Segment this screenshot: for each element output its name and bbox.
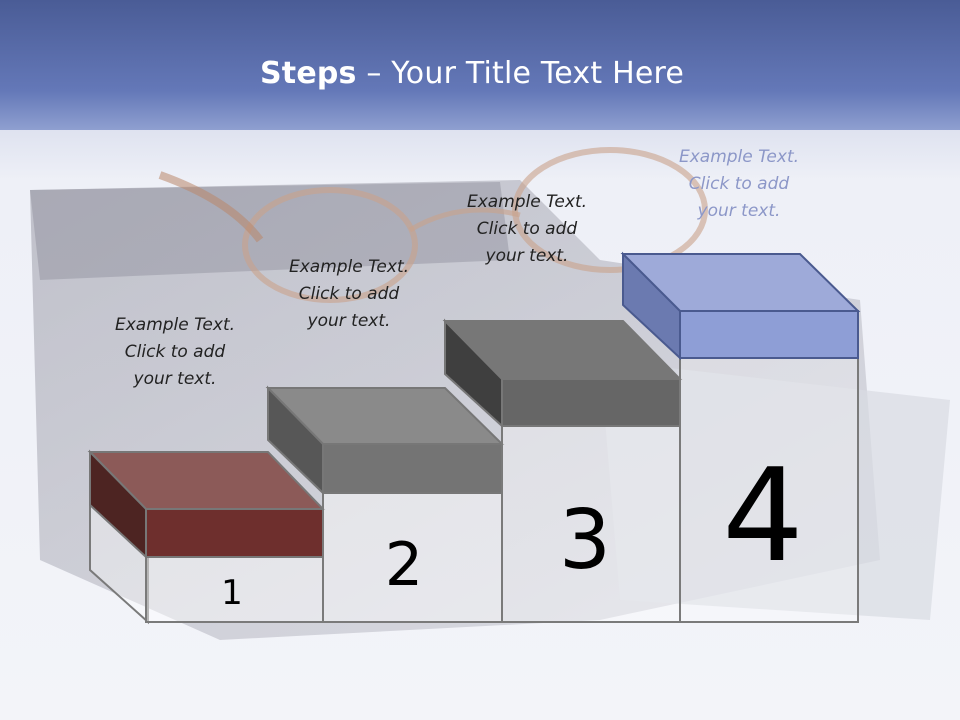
step-2-line-1: Example Text. <box>288 257 410 277</box>
step-2-block[interactable]: 2 <box>265 385 505 623</box>
step-1-line-3: your text. <box>133 369 217 389</box>
step-1-line-2: Click to add <box>124 342 226 362</box>
step-1-block[interactable]: 1 <box>87 449 326 625</box>
step-4-text[interactable]: Example Text. Click to add your text. <box>654 144 824 225</box>
step-1-line-1: Example Text. <box>114 315 236 335</box>
title-bold: Steps <box>259 56 357 91</box>
slide-title[interactable]: Steps – Your Title Text Here <box>0 56 944 91</box>
step-3-line-3: your text. <box>485 246 569 266</box>
step-3-line-2: Click to add <box>476 219 578 239</box>
title-rest: – Your Title Text Here <box>356 56 685 91</box>
step-3-number: 3 <box>559 493 611 588</box>
step-2-number: 2 <box>385 530 423 600</box>
step-4-line-1: Example Text. <box>678 147 800 167</box>
step-3-block[interactable]: 3 <box>442 318 683 623</box>
step-3-text[interactable]: Example Text. Click to add your text. <box>442 189 612 270</box>
step-2-text[interactable]: Example Text. Click to add your text. <box>264 254 434 335</box>
step-3-line-1: Example Text. <box>466 192 588 212</box>
step-2-line-2: Click to add <box>298 284 400 304</box>
step-2-line-3: your text. <box>307 311 391 331</box>
step-4-block[interactable]: 4 <box>620 251 861 623</box>
step-1-front <box>145 508 324 558</box>
step-1-number: 1 <box>221 573 243 613</box>
step-1-text[interactable]: Example Text. Click to add your text. <box>90 312 260 393</box>
step-4-line-2: Click to add <box>688 174 790 194</box>
step-4-number: 4 <box>722 442 803 591</box>
step-4-line-3: your text. <box>697 201 781 221</box>
